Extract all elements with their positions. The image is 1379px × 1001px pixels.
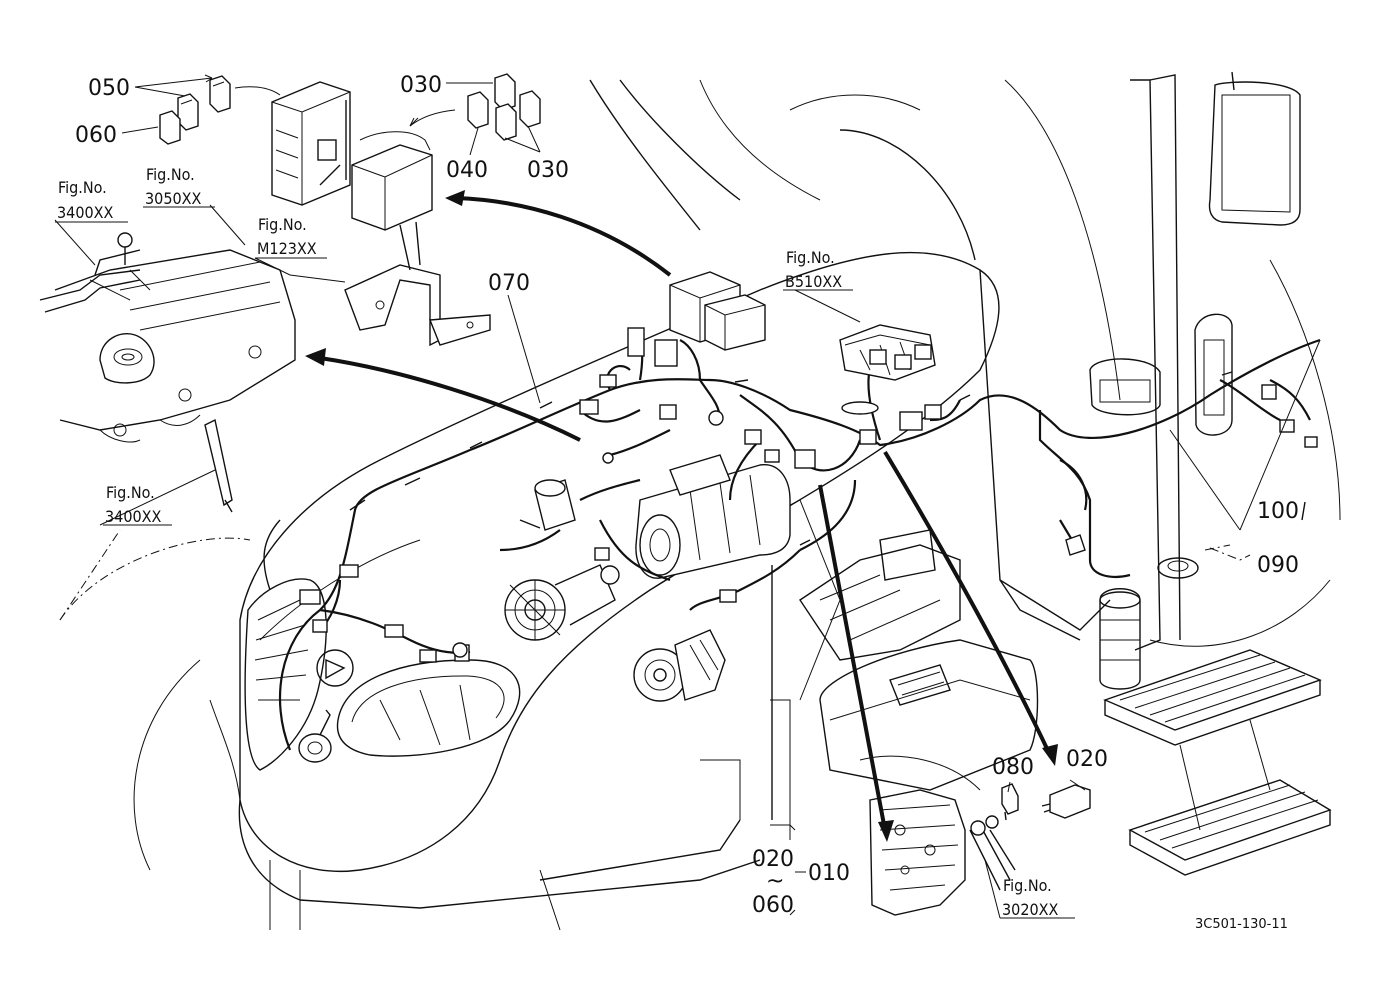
fuel-solenoid [519, 479, 576, 531]
alternator [504, 564, 620, 641]
label-100: 100 [1257, 499, 1299, 524]
fuse-holder-inset [159, 75, 351, 206]
label-030-top: 030 [400, 73, 442, 98]
drawing-code: 3C501-130-11 [1195, 917, 1288, 932]
fig-ref-caption: Fig.No. [1003, 876, 1052, 895]
fig-ref-caption: Fig.No. [258, 215, 307, 234]
label-010: 010 [808, 861, 850, 886]
switch-020 [1041, 784, 1091, 819]
fuse-block [839, 324, 936, 381]
reference-arrows [305, 190, 1058, 842]
fig-ref-caption: Fig.No. [146, 165, 195, 184]
fig-ref-code: M123XX [257, 239, 317, 258]
bracket-relay-inset [344, 131, 491, 347]
fig-ref-caption: Fig.No. [106, 483, 155, 502]
label-040: 040 [446, 158, 488, 183]
leader-lines [54, 74, 1321, 919]
harness-connectors [299, 327, 1318, 663]
wiring-harness [278, 329, 1321, 751]
label-060: 060 [75, 123, 117, 148]
sensor-080 [1001, 783, 1019, 821]
figure-references: Fig.No. 3400XX Fig.No. 3050XX Fig.No. M1… [57, 165, 1058, 919]
label-030-bottom: 030 [527, 158, 569, 183]
fig-ref-caption: Fig.No. [58, 178, 107, 197]
label-range-tilde: ~ [766, 869, 784, 894]
cylinder-head-inset [39, 232, 296, 513]
fuse-set-inset [467, 73, 541, 141]
label-050: 050 [88, 76, 130, 101]
relay-box [669, 271, 766, 351]
fig-ref-code: 3400XX [105, 507, 161, 526]
cylinder-head-3020-inset [859, 755, 1016, 916]
engine-block [799, 529, 1039, 791]
part-labels: 050 060 030 040 030 070 100 090 080 020 … [75, 73, 1306, 918]
cab-structure [589, 71, 1341, 690]
label-080: 080 [992, 755, 1034, 780]
fig-ref-code: 3050XX [145, 189, 201, 208]
fig-ref-code: 3020XX [1002, 900, 1058, 919]
steps [1103, 649, 1332, 876]
label-070: 070 [488, 271, 530, 296]
horn [298, 709, 332, 763]
ac-compressor [633, 629, 726, 702]
label-060-range-end: 060 [752, 893, 794, 918]
label-090: 090 [1257, 553, 1299, 578]
fig-ref-caption: Fig.No. [786, 248, 835, 267]
starter-motor [635, 454, 791, 579]
label-020-range-start: 020 [752, 847, 794, 872]
fig-ref-code: 3400XX [57, 203, 113, 222]
fig-underlines [55, 206, 1075, 919]
label-020-right: 020 [1066, 747, 1108, 772]
fig-ref-code: B510XX [785, 272, 842, 291]
